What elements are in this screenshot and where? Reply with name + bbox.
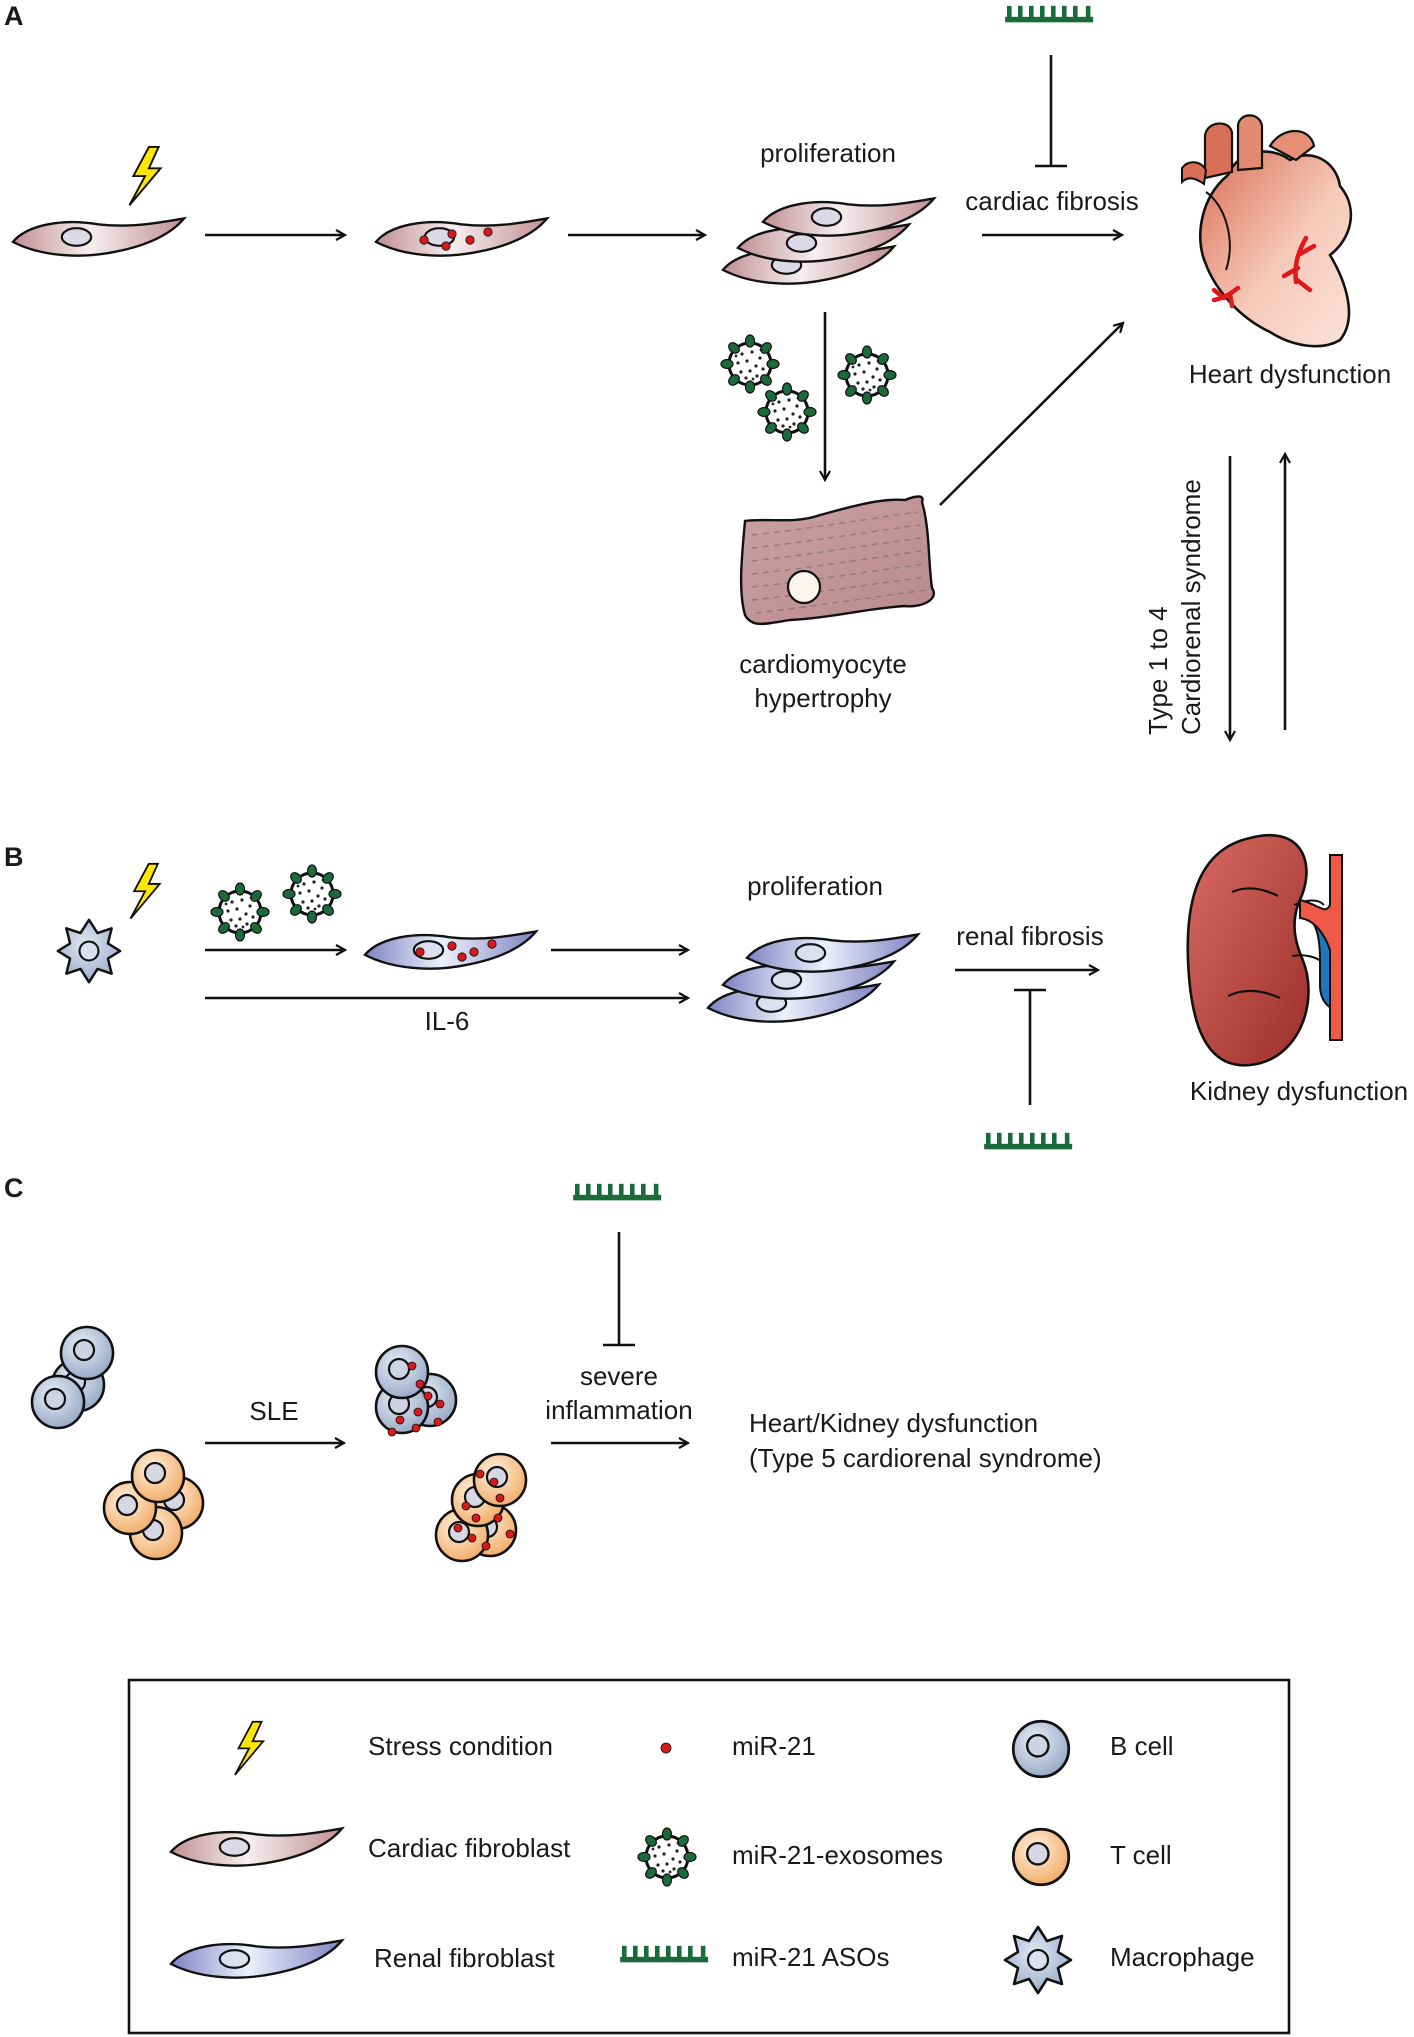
sle-label: SLE [249, 1396, 298, 1426]
legend-renal-fibroblast-label: Renal fibroblast [374, 1943, 555, 1973]
panel-a: A proliferation cardiac fibrosis [4, 1, 1391, 740]
cardiac-fibroblast-mir21 [374, 217, 549, 257]
aso-inhibitor-c [573, 1183, 662, 1347]
legend-macrophage-label: Macrophage [1110, 1942, 1255, 1972]
panel-label-b: B [4, 842, 24, 872]
hypertrophy-label-1: cardiomyocyte [739, 649, 907, 679]
crs-label-1: Type 1 to 4 [1143, 606, 1173, 735]
cardiac-fibroblast [11, 217, 186, 257]
legend-stress-label: Stress condition [368, 1731, 553, 1761]
legend: Stress condition Cardiac fibroblast Rena… [127, 1678, 1291, 2035]
aso-inhibitor-b [984, 988, 1073, 1150]
il6-label: IL-6 [425, 1006, 470, 1036]
crs-bidirectional-arrows [1230, 454, 1285, 740]
exosome [756, 381, 818, 443]
cardiac-fibroblast-stack [721, 197, 936, 285]
t-cell-cluster-mir21 [434, 1452, 528, 1563]
renal-fibrosis-label: renal fibrosis [956, 921, 1103, 951]
exosome [719, 333, 781, 395]
cardiomyocyte [739, 495, 935, 626]
proliferation-label-a: proliferation [760, 138, 896, 168]
hypertrophy-label-2: hypertrophy [754, 683, 891, 713]
renal-fibroblast-stack [706, 933, 920, 1023]
exosome [836, 344, 898, 406]
exosome [209, 881, 271, 943]
outcome-label-2: (Type 5 cardiorenal syndrome) [749, 1443, 1102, 1473]
legend-t-cell-label: T cell [1110, 1840, 1172, 1870]
outcome-label-1: Heart/Kidney dysfunction [749, 1408, 1038, 1438]
heart-icon [1181, 114, 1353, 348]
legend-b-cell-label: B cell [1110, 1731, 1174, 1761]
b-cell-icon [1011, 1719, 1071, 1779]
panel-b: B IL-6 proliferation renal fibrosis [4, 833, 1408, 1150]
heart-dysfunction-label: Heart dysfunction [1189, 359, 1391, 389]
b-cell-cluster-mir21 [374, 1344, 458, 1437]
legend-asos-label: miR-21 ASOs [732, 1942, 890, 1972]
mir21-dot-icon [660, 1742, 672, 1754]
legend-mir21-label: miR-21 [732, 1731, 816, 1761]
t-cell-icon [1011, 1827, 1071, 1887]
b-cell-cluster [30, 1325, 115, 1430]
kidney-icon [1186, 833, 1343, 1067]
crs-label-2: Cardiorenal syndrome [1176, 479, 1206, 735]
macrophage-icon [1003, 1925, 1073, 1995]
exosome-icon [636, 1826, 698, 1888]
cardiac-fibrosis-label: cardiac fibrosis [965, 186, 1138, 216]
inflammation-label-2: inflammation [545, 1395, 692, 1425]
t-cell-cluster [102, 1448, 205, 1561]
stress-bolt-icon [128, 145, 162, 207]
arrow-hypertrophy-to-heart [939, 323, 1123, 506]
kidney-dysfunction-label: Kidney dysfunction [1190, 1076, 1408, 1106]
proliferation-label-b: proliferation [747, 871, 883, 901]
legend-box [127, 1678, 1291, 2035]
inflammation-label-1: severe [580, 1361, 658, 1391]
panel-label-a: A [4, 1, 24, 31]
legend-exosomes-label: miR-21-exosomes [732, 1840, 943, 1870]
stress-bolt-icon [129, 862, 161, 920]
panel-c: C SLE [4, 1173, 1102, 1563]
aso-inhibitor-a [1005, 5, 1094, 168]
exosome [281, 863, 343, 925]
legend-cardiac-fibroblast-label: Cardiac fibroblast [368, 1833, 571, 1863]
macrophage [56, 918, 122, 984]
panel-label-c: C [4, 1173, 24, 1203]
renal-fibroblast-mir21 [363, 930, 538, 970]
